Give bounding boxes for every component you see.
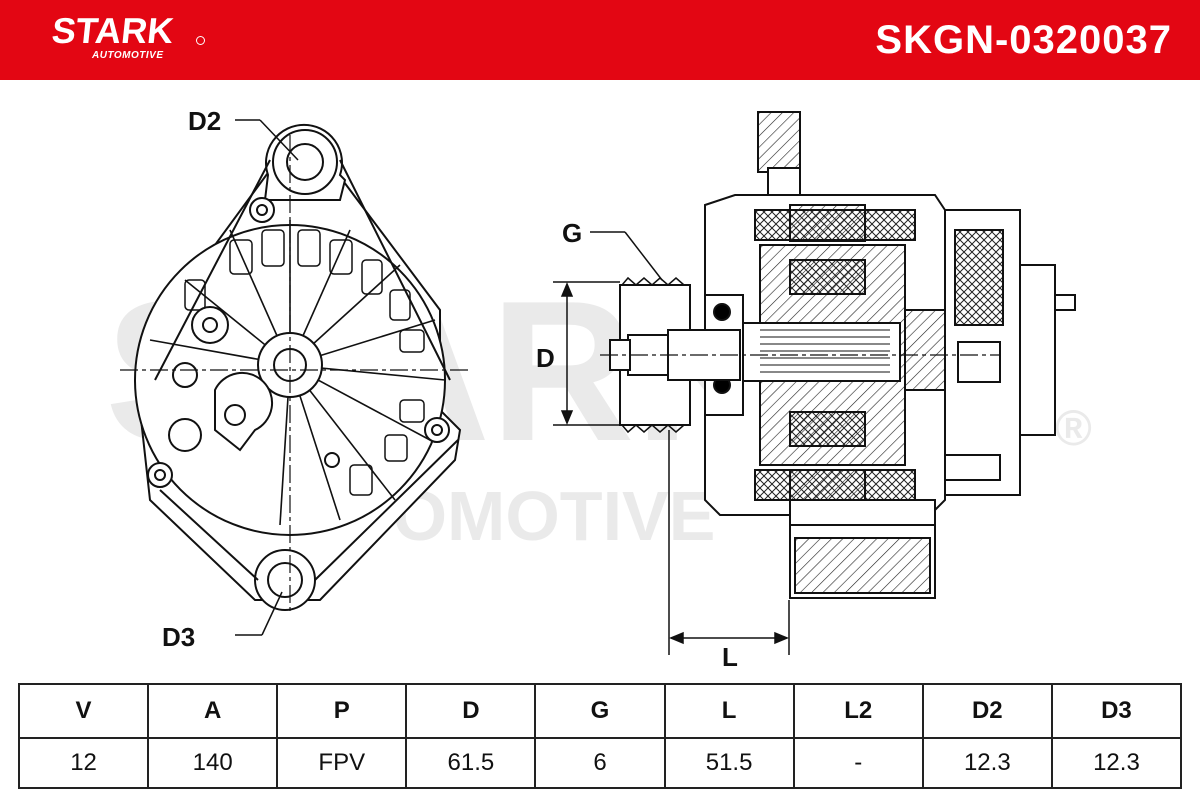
label-l: L (722, 642, 738, 672)
part-number: SKGN-0320037 (875, 18, 1172, 62)
spec-header-row: V A P D G L L2 D2 D3 (17, 683, 1183, 739)
watermark-registered: ® (1055, 400, 1092, 456)
spec-value-d3: 12.3 (1050, 737, 1183, 789)
registered-mark-icon (196, 36, 205, 45)
front-view (120, 123, 470, 615)
spec-header-d: D (405, 683, 537, 739)
label-g: G (562, 218, 582, 248)
spec-value-v: 12 (17, 737, 150, 789)
brand-logo: STARK (49, 10, 176, 51)
side-section-view (600, 111, 1076, 599)
spec-header-v: V (17, 683, 150, 739)
side-dimensions (553, 231, 790, 655)
header-bar: STARK AUTOMOTIVE SKGN-0320037 (0, 0, 1200, 80)
spec-header-d3: D3 (1050, 683, 1183, 739)
spec-value-row: 12 140 FPV 61.5 6 51.5 - 12.3 12.3 (17, 737, 1183, 789)
spec-header-d2: D2 (921, 683, 1053, 739)
spec-value-d: 61.5 (405, 737, 537, 789)
spec-value-p: FPV (276, 737, 408, 789)
specification-table: V A P D G L L2 D2 D3 12 140 FPV 61.5 6 5… (17, 683, 1183, 789)
front-dimension-leaders (235, 119, 299, 636)
spec-header-l: L (663, 683, 795, 739)
spec-value-l: 51.5 (663, 737, 795, 789)
label-d2: D2 (188, 106, 221, 136)
spec-value-a: 140 (147, 737, 279, 789)
label-d3: D3 (162, 622, 195, 652)
label-d: D (536, 343, 555, 373)
spec-value-g: 6 (534, 737, 666, 789)
spec-header-a: A (147, 683, 279, 739)
spec-header-l2: L2 (792, 683, 924, 739)
spec-value-l2: - (792, 737, 924, 789)
brand-logo-subtitle: AUTOMOTIVE (92, 50, 164, 61)
spec-header-g: G (534, 683, 666, 739)
spec-value-d2: 12.3 (921, 737, 1053, 789)
spec-header-p: P (276, 683, 408, 739)
alternator-technical-drawing: STARK AUTOMOTIVE ® (105, 106, 1092, 672)
